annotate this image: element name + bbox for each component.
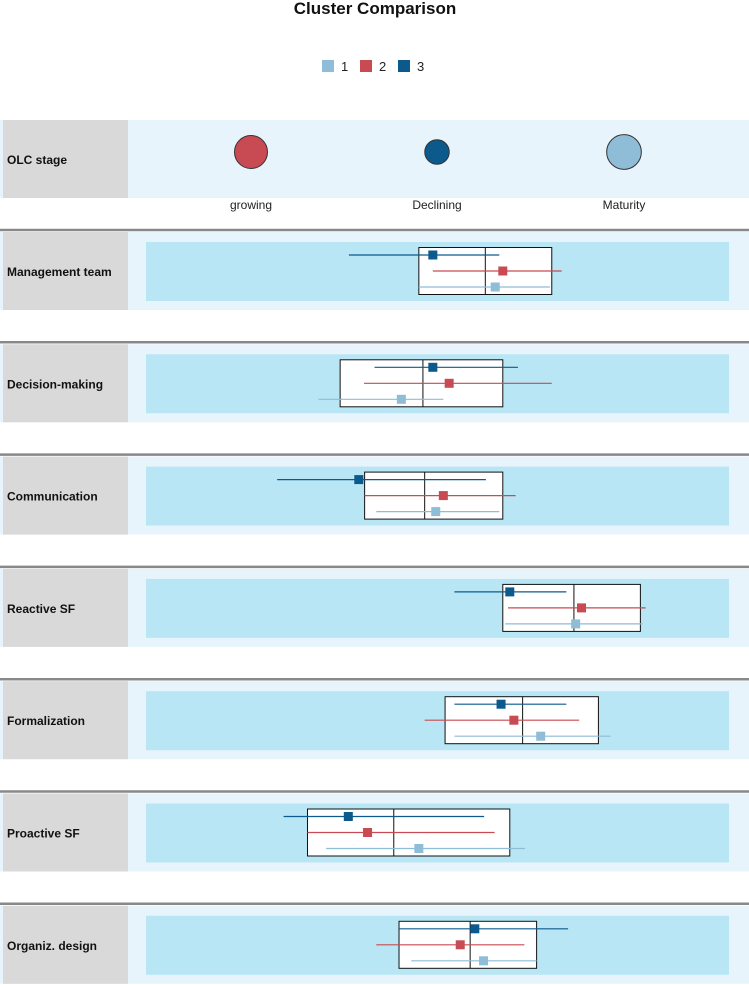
row-label: Reactive SF [7, 602, 75, 616]
variable-rows: Management teamDecision-makingCommunicat… [0, 228, 749, 984]
cluster-1-mean-marker [490, 282, 500, 292]
row-label-panel [3, 456, 128, 535]
chart-title: Cluster Comparison [294, 0, 456, 18]
cluster-1-mean-marker [571, 619, 581, 629]
cluster-2-mean-marker [509, 715, 519, 725]
cluster-3-mean-marker [505, 587, 515, 597]
row-proactive-sf: Proactive SF [0, 790, 749, 872]
cluster-2-mean-marker [455, 940, 465, 950]
cluster-1-mean-marker [396, 394, 406, 404]
olc-stage-label: OLC stage [7, 153, 67, 167]
olc-circle-maturity [606, 134, 642, 170]
row-label-panel [3, 344, 128, 423]
olc-stage-row: OLC stage growing Declining Maturity [0, 120, 749, 212]
row-organiz-design: Organiz. design [0, 902, 749, 984]
legend-label-2: 2 [379, 59, 386, 74]
legend-swatch-1 [322, 60, 334, 72]
row-label-panel [3, 568, 128, 647]
row-label: Formalization [7, 714, 85, 728]
row-label: Management team [7, 265, 112, 279]
cluster-3-mean-marker [470, 924, 480, 934]
row-reactive-sf: Reactive SF [0, 565, 749, 647]
cluster-3-mean-marker [428, 250, 438, 260]
cluster-3-mean-marker [354, 475, 364, 485]
cluster-1-mean-marker [414, 844, 424, 853]
legend: 1 2 3 [322, 59, 424, 74]
olc-category-declining: Declining [412, 198, 461, 212]
row-management-team: Management team [0, 228, 749, 310]
cluster-3-mean-marker [428, 362, 438, 372]
legend-label-3: 3 [417, 59, 424, 74]
olc-label-panel [3, 120, 128, 198]
legend-swatch-3 [398, 60, 410, 72]
row-communication: Communication [0, 453, 749, 535]
cluster-1-mean-marker [536, 731, 546, 741]
olc-category-growing: growing [230, 198, 272, 212]
row-label: Proactive SF [7, 827, 80, 841]
cluster-3-mean-marker [343, 812, 353, 821]
row-label-panel [3, 793, 128, 872]
cluster-1-mean-marker [431, 507, 441, 517]
row-label-panel [3, 232, 128, 310]
row-label: Communication [7, 490, 98, 504]
cluster-2-mean-marker [577, 603, 587, 613]
legend-swatch-2 [360, 60, 372, 72]
cluster-1-mean-marker [479, 956, 489, 966]
row-label: Decision-making [7, 377, 103, 391]
row-label-panel [3, 681, 128, 760]
row-formalization: Formalization [0, 677, 749, 760]
row-label-panel [3, 905, 128, 984]
cluster-2-mean-marker [498, 266, 508, 276]
cluster-3-mean-marker [496, 699, 506, 709]
cluster-2-mean-marker [438, 491, 448, 501]
olc-circle-growing [234, 135, 268, 169]
legend-label-1: 1 [341, 59, 348, 74]
cluster-2-mean-marker [363, 828, 373, 837]
row-decision-making: Decision-making [0, 341, 749, 423]
olc-circle-declining [424, 139, 450, 165]
row-label: Organiz. design [7, 939, 97, 953]
cluster-2-mean-marker [444, 378, 454, 388]
olc-category-maturity: Maturity [603, 198, 646, 212]
